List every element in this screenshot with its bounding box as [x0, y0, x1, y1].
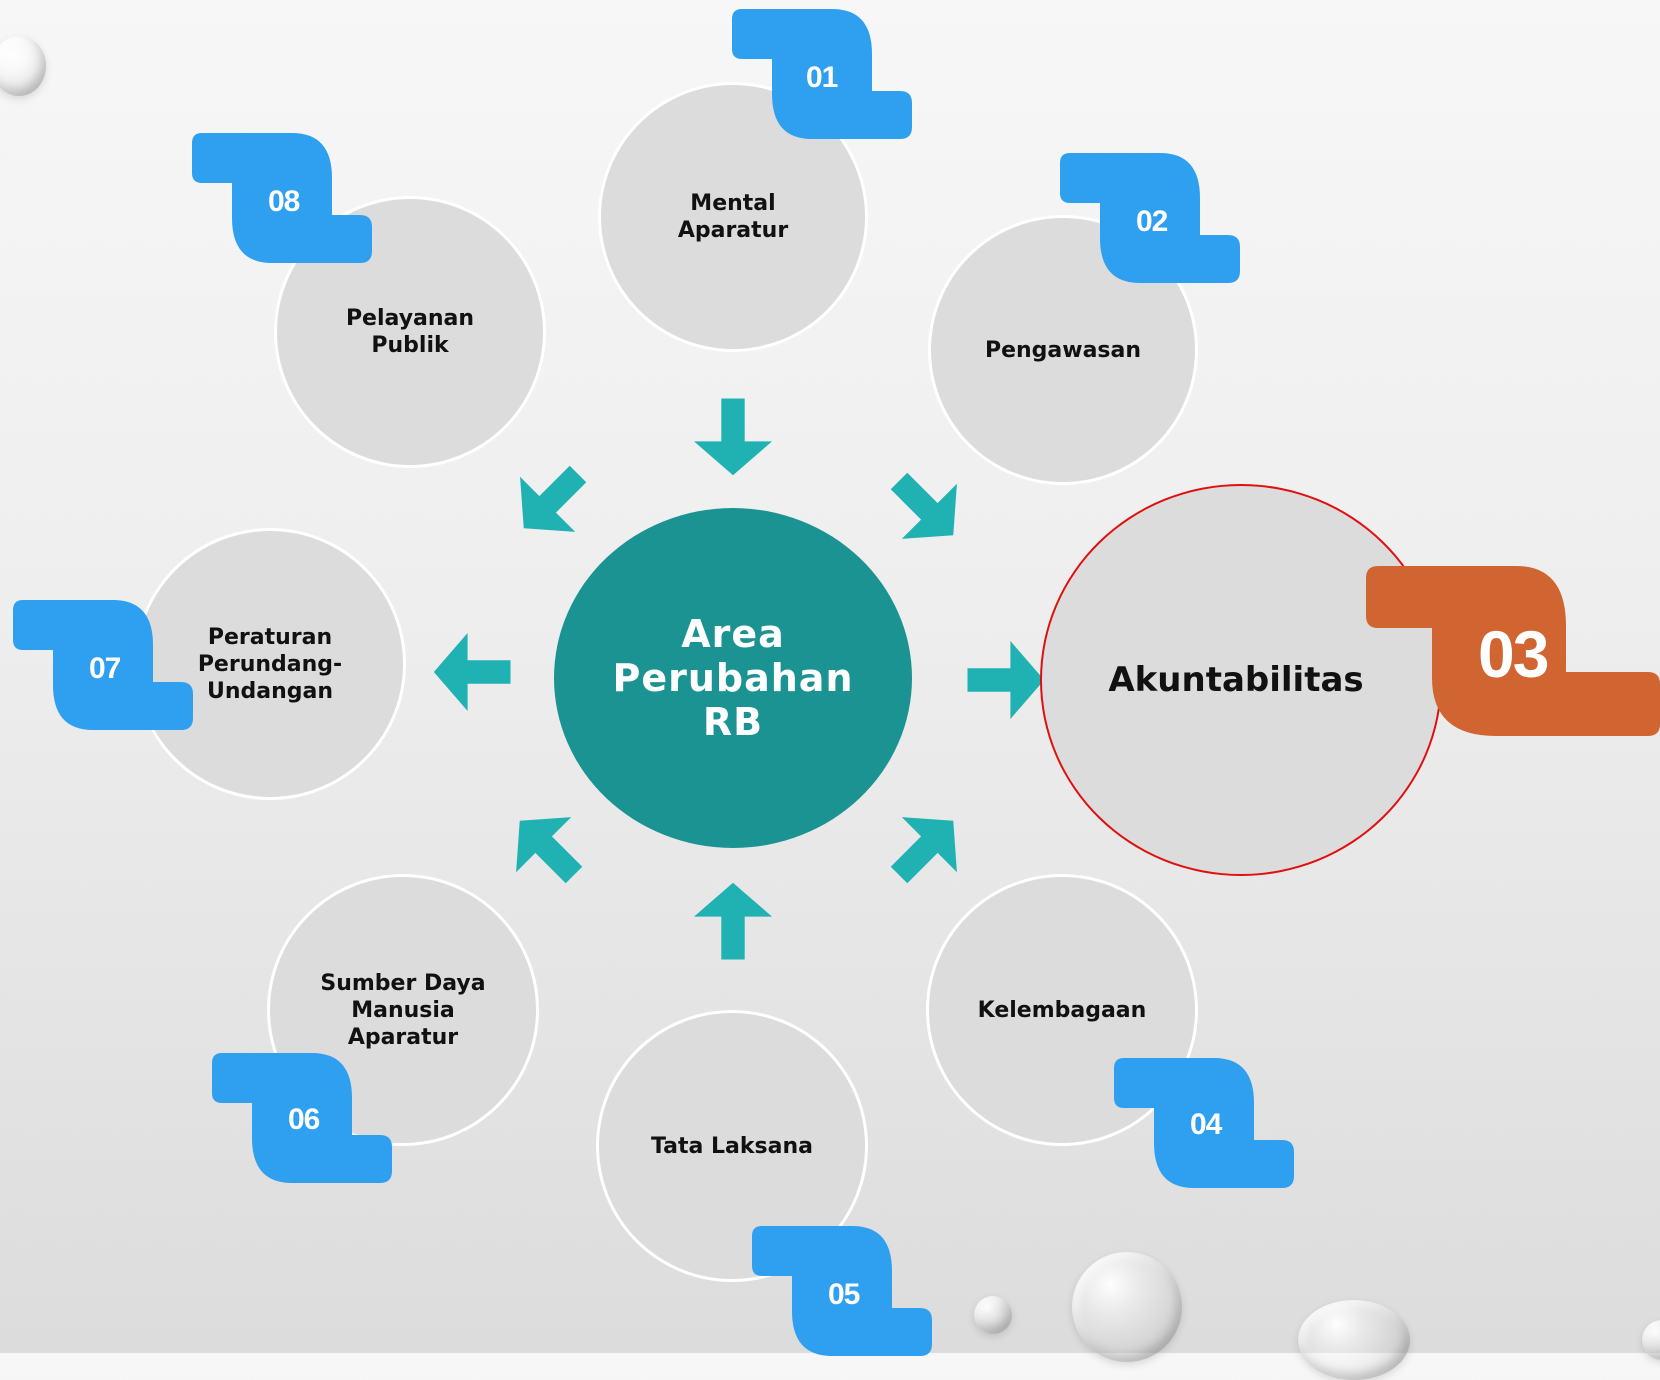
area-number: 01 — [806, 61, 838, 94]
chevron-arrow-icon — [890, 472, 957, 539]
area-node-peraturan: Peraturan Perundang- Undangan — [134, 528, 406, 800]
area-label: Mental Aparatur — [677, 191, 789, 243]
area-number: 08 — [268, 185, 300, 218]
area-number: 07 — [89, 652, 121, 685]
water-droplet-icon — [1072, 1252, 1182, 1362]
chevron-arrow-icon — [516, 817, 583, 884]
area-badge-02: 02 — [1060, 153, 1240, 283]
area-number: 02 — [1136, 205, 1168, 238]
area-number: 06 — [288, 1103, 320, 1136]
water-droplet-icon — [0, 36, 46, 96]
area-number: 04 — [1190, 1108, 1222, 1141]
area-badge-08: 08 — [192, 133, 372, 263]
area-label: Pelayanan Publik — [345, 306, 475, 358]
area-label: Akuntabilitas — [1108, 660, 1364, 700]
area-label: Pengawasan — [984, 337, 1142, 363]
chevron-arrow-icon — [694, 882, 772, 960]
water-droplet-icon — [1642, 1320, 1660, 1360]
area-badge-05: 05 — [752, 1226, 932, 1356]
area-number: 03 — [1478, 617, 1549, 691]
area-badge-04: 04 — [1114, 1058, 1294, 1188]
center-title: Area Perubahan RB — [612, 612, 854, 744]
area-node-akuntabilitas: Akuntabilitas — [1040, 484, 1442, 876]
chevron-arrow-icon — [520, 465, 587, 532]
water-droplet-icon — [974, 1296, 1012, 1334]
area-label: Sumber Daya Manusia Aparatur — [320, 970, 486, 1050]
area-badge-03: 03 — [1366, 566, 1660, 736]
center-node: Area Perubahan RB — [554, 508, 912, 848]
chevron-arrow-icon — [433, 633, 511, 711]
area-label: Peraturan Perundang- Undangan — [197, 624, 343, 704]
area-node-pengawasan: Pengawasan — [928, 215, 1198, 485]
area-number: 05 — [828, 1278, 860, 1311]
area-node-pelayanan-publik: Pelayanan Publik — [274, 196, 546, 468]
area-label: Kelembagaan — [977, 997, 1147, 1023]
area-label: Tata Laksana — [651, 1133, 813, 1159]
area-badge-06: 06 — [212, 1053, 392, 1183]
chevron-arrow-icon — [890, 817, 957, 884]
area-badge-07: 07 — [13, 600, 193, 730]
chevron-arrow-icon — [967, 641, 1045, 719]
area-badge-01: 01 — [732, 9, 912, 139]
chevron-arrow-icon — [694, 398, 772, 476]
